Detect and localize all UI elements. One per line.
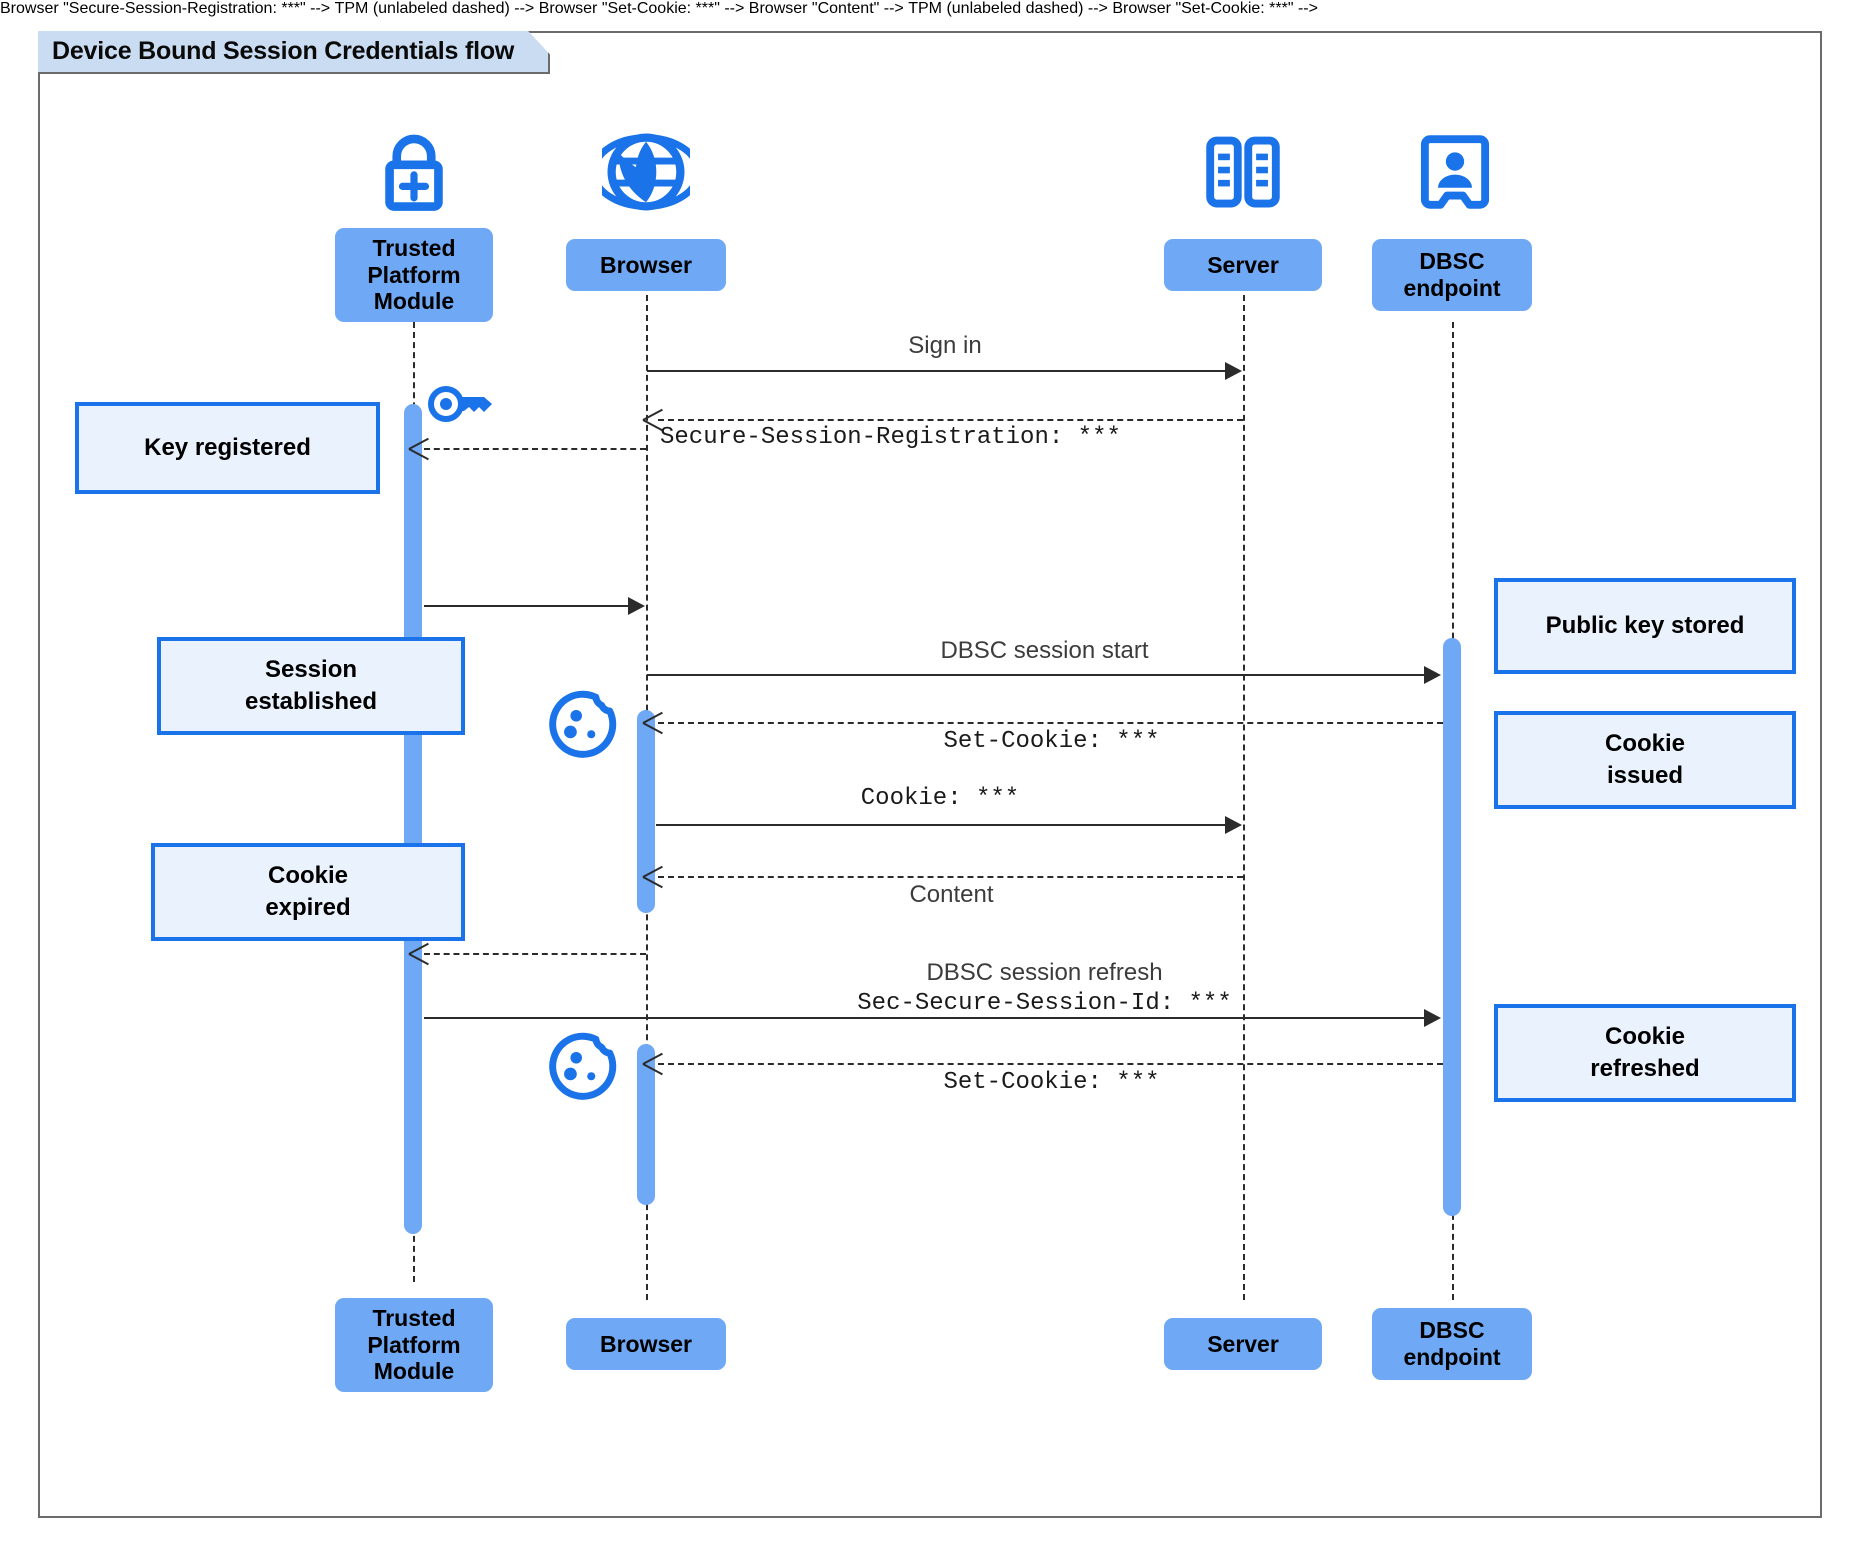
message-arrow-content [658,876,1243,878]
arrowhead-solid-right [1225,816,1242,834]
arrowhead-solid-right [1424,666,1441,684]
participant-label: DBSC endpoint [1403,1317,1501,1370]
participant-tpm-top[interactable]: Trusted Platform Module [335,228,493,322]
message-label-content: Content [909,881,994,908]
note-text: Session established [244,655,378,715]
participant-browser-bottom[interactable]: Browser [566,1318,726,1370]
participant-label: Browser [599,1330,693,1357]
arrowhead-open-left [409,437,429,459]
participant-label: Browser [599,251,693,278]
message-arrow-browser-to-tpm-refresh [424,953,646,955]
note-key-registered: Key registered [75,402,380,494]
cookie-icon [545,1030,619,1109]
id-badge-icon [1417,130,1493,219]
message-arrow-set-cookie-2 [658,1063,1443,1065]
participant-server-top[interactable]: Server [1164,239,1322,291]
participant-label: Server [1207,1330,1279,1357]
cookie-icon [545,688,619,767]
note-session-established: Session established [157,637,465,735]
message-label-cookie: Cookie: *** [860,785,1020,812]
message-arrow-cookie [656,824,1225,826]
key-icon [424,380,496,433]
participant-tpm-bottom[interactable]: Trusted Platform Module [335,1298,493,1392]
participant-browser-top[interactable]: Browser [566,239,726,291]
note-text: Cookie issued [1604,729,1685,789]
message-label-set-cookie-2: Set-Cookie: *** [943,1069,1160,1096]
arrowhead-solid-right [1225,362,1242,380]
message-arrow-browser-to-tpm-register [424,448,646,450]
activation-browser-2 [637,1044,655,1205]
note-text: Key registered [144,433,311,461]
participant-label: Trusted Platform Module [367,1304,461,1385]
message-label-sign-in: Sign in [908,332,982,359]
note-public-key-stored: Public key stored [1494,578,1796,674]
message-label-line-1: DBSC session refresh [926,959,1163,986]
participant-label: Trusted Platform Module [367,234,461,315]
participant-label: DBSC endpoint [1403,248,1501,301]
activation-dbsc [1443,638,1461,1216]
note-text: Cookie expired [265,861,351,921]
participant-dbsc-top[interactable]: DBSC endpoint [1372,239,1532,311]
message-label-dbsc-session-start: DBSC session start [940,637,1149,664]
arrowhead-solid-right [628,597,645,615]
participant-label: Server [1207,251,1279,278]
message-label-set-cookie-1: Set-Cookie: *** [943,728,1160,755]
message-arrow-dbsc-session-refresh [424,1017,1424,1019]
lock-plus-icon [368,126,460,223]
message-label-secure-session-registration: Secure-Session-Registration: *** [660,424,1121,451]
participant-server-bottom[interactable]: Server [1164,1318,1322,1370]
message-label-dbsc-session-refresh: DBSC session refresh Sec-Secure-Session-… [646,958,1443,1019]
arrowhead-solid-right [1424,1009,1441,1027]
note-text: Cookie refreshed [1590,1022,1700,1082]
globe-icon [590,128,702,221]
message-arrow-sign-in [647,370,1225,372]
message-arrow-set-cookie-1 [658,722,1443,724]
message-label-line-2: Sec-Secure-Session-Id: *** [857,989,1232,1017]
participant-dbsc-bottom[interactable]: DBSC endpoint [1372,1308,1532,1380]
message-arrow-tpm-to-browser-key [424,605,632,607]
note-cookie-expired: Cookie expired [151,843,465,941]
note-cookie-issued: Cookie issued [1494,711,1796,809]
note-cookie-refreshed: Cookie refreshed [1494,1004,1796,1102]
note-text: Public key stored [1545,611,1745,639]
arrowhead-open-left [409,942,429,964]
server-rack-icon [1201,130,1285,219]
activation-browser-1 [637,710,655,913]
diagram-title: Device Bound Session Credentials flow [38,31,550,74]
activation-tpm [404,404,422,1234]
lifeline-server [1243,275,1245,1300]
message-arrow-secure-session-registration [658,419,1243,421]
message-arrow-dbsc-session-start [647,674,1424,676]
